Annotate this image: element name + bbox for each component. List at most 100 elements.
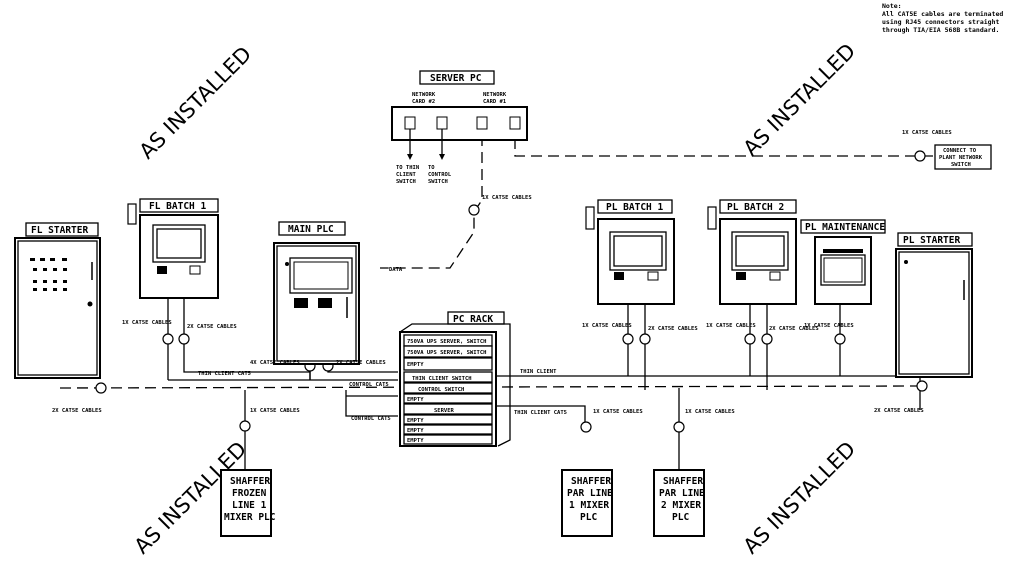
- rj45-port-icon: [509, 116, 521, 130]
- arrow-down-icon: [439, 154, 445, 160]
- cable-label: 1X CAT5E CABLES: [482, 195, 532, 201]
- main-plc-title: MAIN PLC: [288, 224, 334, 235]
- rack-slots: 750VA UPS SERVER, SWITCH 750VA UPS SERVE…: [403, 334, 493, 445]
- cable-label: 1X CAT5E CABLES: [804, 323, 854, 329]
- plant-network-switch: CONNECT TO PLANT NETWORK SWITCH: [934, 144, 992, 170]
- to-thin-client-label: TO THIN: [396, 165, 419, 171]
- pl-batch-2-title: PL BATCH 2: [727, 202, 784, 213]
- cable-label: 2X CAT5E CABLES: [187, 324, 237, 330]
- card2-label: CARD #2: [412, 99, 435, 105]
- pl-maintenance-title: PL MAINTENANCE: [805, 222, 885, 233]
- server-pc-title-box: [419, 70, 495, 85]
- rack-slot: [403, 382, 493, 394]
- plant-network-label: SWITCH: [951, 162, 971, 168]
- rack-slot-label: THIN CLIENT SWITCH: [412, 376, 472, 382]
- control-cable-1: [345, 390, 398, 417]
- card1-label: CARD #1: [483, 99, 507, 105]
- cable-label: 2X CAT5E CABLES: [336, 360, 386, 366]
- rack-slot-label: EMPTY: [407, 438, 424, 444]
- plant-network-label: PLANT NETWORK: [939, 155, 983, 161]
- rack-slot: [403, 357, 493, 371]
- cable-label: THIN CLIENT CAT5: [514, 410, 567, 416]
- server-pc: SERVER PC NETWORK CARD #2 NETWORK CARD #…: [391, 70, 528, 185]
- rack-slot-label: SERVER: [434, 408, 455, 414]
- rack-slot-label: 750VA UPS SERVER, SWITCH: [407, 339, 486, 345]
- pl-maintenance-panel: PL MAINTENANCE: [800, 219, 886, 305]
- mixer-label: MIXER PLC: [224, 512, 276, 523]
- cable-label: 1X CAT5E CABLES: [122, 320, 172, 326]
- note-line-1: Note:: [882, 2, 902, 10]
- cable-label: 2X CAT5E CABLES: [769, 326, 819, 332]
- cable-label: 4X CAT5E CABLES: [250, 360, 300, 366]
- rack-slot: [403, 424, 493, 435]
- pc-rack: PC RACK 750VA UPS SERVER, SWITCH 750VA U…: [399, 311, 511, 447]
- rack-slot-label: EMPTY: [407, 428, 424, 434]
- cable-labels: 1X CAT5E CABLES 1X CAT5E CABLES DATA 1X …: [52, 130, 952, 422]
- cable-label: 2X CAT5E CABLES: [874, 408, 924, 414]
- cable-label: THIN CLIENT: [520, 369, 557, 375]
- par-line-2-mixer: SHAFFER PAR LINE 2 MIXER PLC: [653, 469, 705, 537]
- pl-starter-title: PL STARTER: [903, 235, 960, 246]
- par-line-1-mixer: SHAFFER PAR LINE 1 MIXER PLC: [561, 469, 613, 537]
- cable-label: 2X CAT5E CABLES: [52, 408, 102, 414]
- cable-label: THIN CLIENT CAT5: [198, 371, 251, 377]
- mixer-label: PLC: [672, 512, 689, 523]
- shaffer-frozen-mixer: SHAFFER FROZEN LINE 1 MIXER PLC: [220, 469, 276, 537]
- to-control-label: SWITCH: [428, 179, 448, 185]
- note-line-4: through TIA/EIA 568B standard.: [882, 26, 999, 34]
- data-cable: [380, 135, 483, 269]
- to-control-label: CONTROL: [428, 172, 452, 178]
- cable-label: 2X CAT5E CABLES: [648, 326, 698, 332]
- to-thin-client-label: SWITCH: [396, 179, 416, 185]
- mixer-label: 1 MIXER: [569, 500, 609, 511]
- to-thin-client-label: CLIENT: [396, 172, 417, 178]
- mixer-label: SHAFFER: [663, 476, 703, 487]
- rj45-port-icon: [436, 116, 448, 130]
- card1-label: NETWORK: [483, 92, 507, 98]
- rack-slot-label: CONTROL SWITCH: [418, 387, 464, 393]
- rack-slot: [403, 403, 493, 415]
- cable-label: 1X CAT5E CABLES: [582, 323, 632, 329]
- mixer-label: SHAFFER: [230, 476, 270, 487]
- pc-rack-title: PC RACK: [453, 314, 493, 325]
- as-installed-stamp: AS INSTALLED: [739, 437, 861, 559]
- card2-label: NETWORK: [412, 92, 436, 98]
- mixer-label: PAR LINE: [567, 488, 613, 499]
- cable-label: DATA: [389, 267, 403, 273]
- mixer-label: LINE 1: [232, 500, 267, 511]
- cable-label: 1X CAT5E CABLES: [250, 408, 300, 414]
- cable-markers: [95, 150, 928, 433]
- rack-slot-label: EMPTY: [407, 362, 424, 368]
- rack-slot: [403, 371, 493, 383]
- note-line-2: All CAT5E cables are terminated: [882, 10, 1003, 18]
- mixer-label: FROZEN: [232, 488, 267, 499]
- rack-slot: [403, 345, 493, 358]
- server-pc-title: SERVER PC: [430, 73, 482, 84]
- rack-slot-label: EMPTY: [407, 397, 424, 403]
- pl-batch-2-panel: PL BATCH 2: [707, 199, 797, 305]
- rack-slot: [403, 414, 493, 425]
- mixer-label: PLC: [580, 512, 597, 523]
- cable-label: 1X CAT5E CABLES: [706, 323, 756, 329]
- main-plc-panel: MAIN PLC: [273, 221, 360, 365]
- mixer-label: PAR LINE: [659, 488, 705, 499]
- cable-label: 1X CAT5E CABLES: [902, 130, 952, 136]
- cable-label: 1X CAT5E CABLES: [685, 409, 735, 415]
- plant-network-cable: [514, 138, 935, 157]
- rack-slot: [403, 393, 493, 404]
- fl-starter-panel: FL STARTER: [14, 222, 101, 379]
- fl-batch-1-panel: FL BATCH 1: [127, 198, 219, 299]
- fl-batch-1-title: FL BATCH 1: [149, 201, 206, 212]
- note-line-3: using RJ45 connectors straight: [882, 18, 999, 26]
- rack-slot-label: EMPTY: [407, 418, 424, 424]
- rj45-port-icon: [476, 116, 488, 130]
- mixer-label: SHAFFER: [571, 476, 611, 487]
- pl-starter-panel: PL STARTER: [895, 232, 973, 378]
- rack-slot-label: 750VA UPS SERVER, SWITCH: [407, 350, 486, 356]
- rj45-port-icon: [404, 116, 416, 130]
- arrow-down-icon: [407, 154, 413, 160]
- to-control-label: TO: [428, 165, 435, 171]
- plant-network-label: CONNECT TO: [943, 148, 977, 154]
- pl-batch-1-panel: PL BATCH 1: [585, 199, 675, 305]
